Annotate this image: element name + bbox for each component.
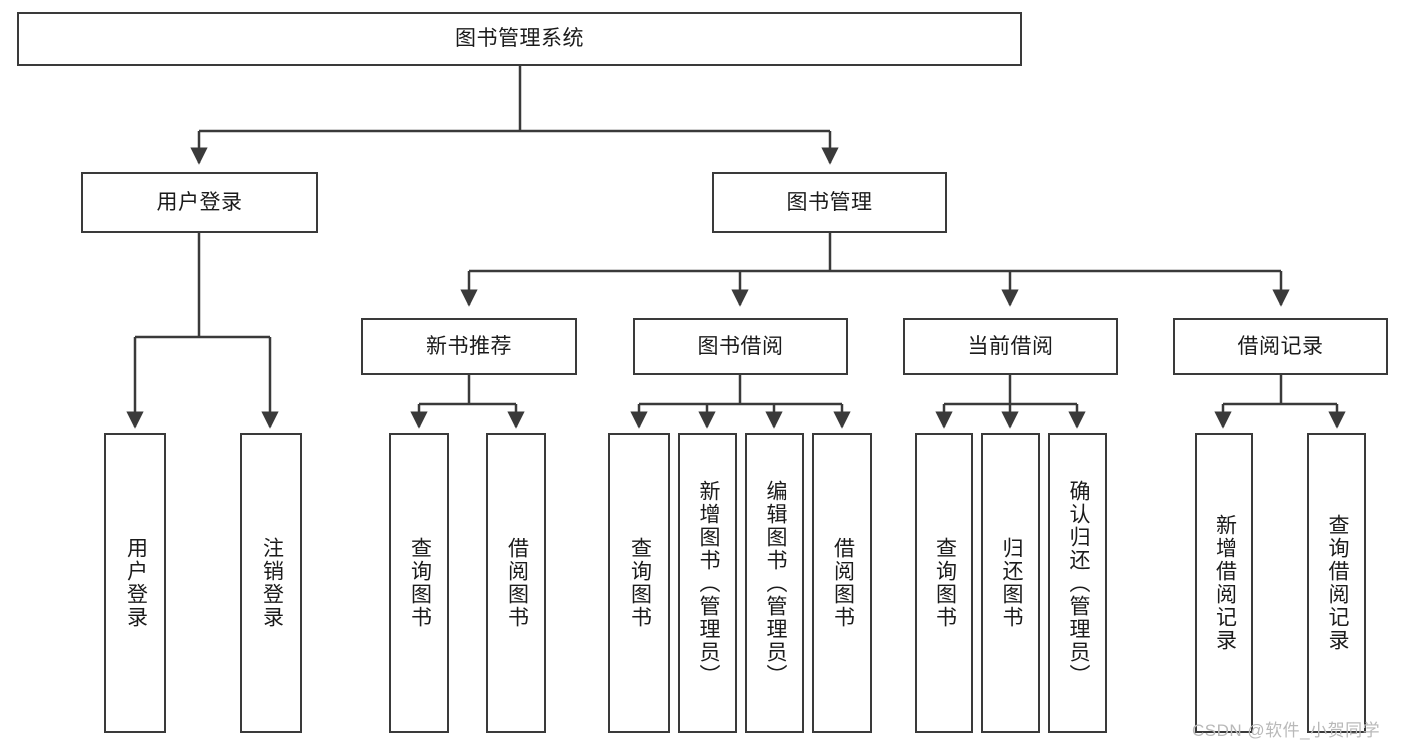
node-leaf-user-login[interactable]: 用户登录: [104, 433, 166, 733]
node-leaf-query-book-recommend[interactable]: 查询图书: [389, 433, 449, 733]
node-current-borrow[interactable]: 当前借阅: [903, 318, 1118, 375]
node-leaf-edit-book-admin[interactable]: 编辑图书（管理员）: [745, 433, 804, 733]
node-leaf-add-borrow-record-label: 新增借阅记录: [1213, 514, 1237, 652]
node-book-borrow[interactable]: 图书借阅: [633, 318, 848, 375]
node-leaf-borrow-book-label: 借阅图书: [831, 537, 855, 629]
node-book-borrow-label: 图书借阅: [697, 334, 784, 358]
node-leaf-confirm-return-admin-label: 确认归还（管理员）: [1066, 479, 1090, 687]
node-new-book-recommend-label: 新书推荐: [426, 334, 512, 358]
node-leaf-borrow-book-recommend[interactable]: 借阅图书: [486, 433, 546, 733]
node-borrow-record-label: 借阅记录: [1237, 334, 1324, 358]
node-leaf-add-borrow-record[interactable]: 新增借阅记录: [1195, 433, 1253, 733]
node-leaf-logout[interactable]: 注销登录: [240, 433, 302, 733]
node-leaf-query-borrow-record-label: 查询借阅记录: [1325, 514, 1349, 652]
node-new-book-recommend[interactable]: 新书推荐: [361, 318, 577, 375]
node-leaf-borrow-book-recommend-label: 借阅图书: [505, 537, 529, 629]
node-leaf-borrow-book[interactable]: 借阅图书: [812, 433, 872, 733]
node-user-login[interactable]: 用户登录: [81, 172, 318, 233]
node-root-system[interactable]: 图书管理系统: [17, 12, 1022, 66]
csdn-watermark: CSDN @软件_小贺同学: [1192, 721, 1381, 740]
node-leaf-edit-book-admin-label: 编辑图书（管理员）: [763, 479, 787, 687]
node-leaf-confirm-return-admin[interactable]: 确认归还（管理员）: [1048, 433, 1107, 733]
node-leaf-query-book-recommend-label: 查询图书: [408, 537, 432, 629]
node-current-borrow-label: 当前借阅: [967, 334, 1054, 358]
node-root-system-label: 图书管理系统: [455, 27, 584, 51]
node-borrow-record[interactable]: 借阅记录: [1173, 318, 1388, 375]
node-leaf-add-book-admin[interactable]: 新增图书（管理员）: [678, 433, 737, 733]
node-leaf-query-book-borrow[interactable]: 查询图书: [608, 433, 670, 733]
node-leaf-query-book-current-label: 查询图书: [933, 537, 957, 629]
node-leaf-query-book-current[interactable]: 查询图书: [915, 433, 973, 733]
node-book-management[interactable]: 图书管理: [712, 172, 947, 233]
node-user-login-label: 用户登录: [156, 190, 243, 214]
node-leaf-logout-label: 注销登录: [260, 537, 284, 629]
node-leaf-return-book[interactable]: 归还图书: [981, 433, 1040, 733]
node-leaf-user-login-label: 用户登录: [124, 537, 148, 629]
node-leaf-query-borrow-record[interactable]: 查询借阅记录: [1307, 433, 1366, 733]
node-book-management-label: 图书管理: [786, 190, 873, 214]
node-leaf-return-book-label: 归还图书: [999, 537, 1023, 629]
node-leaf-query-book-borrow-label: 查询图书: [628, 537, 652, 629]
node-leaf-add-book-admin-label: 新增图书（管理员）: [696, 479, 720, 687]
